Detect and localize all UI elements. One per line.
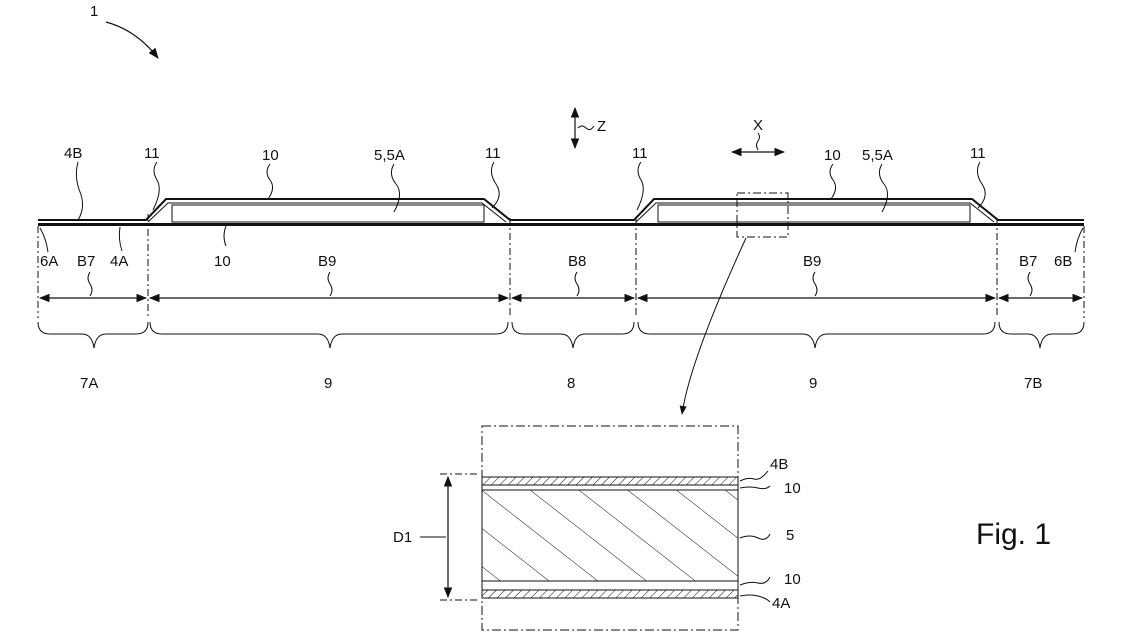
x-axis-leader — [757, 133, 760, 150]
label-fold: 11 — [632, 145, 648, 162]
region-label: 8 — [567, 375, 575, 392]
detail-leaders — [740, 471, 770, 602]
leader — [830, 164, 836, 199]
leader — [740, 486, 770, 489]
region-label: 9 — [809, 375, 817, 392]
leader — [153, 162, 159, 210]
label-core: 5,5A — [862, 147, 893, 164]
boundary-lines — [38, 214, 1084, 318]
z-axis-leader — [578, 126, 594, 130]
label-thickness: D1 — [393, 529, 412, 546]
reference-number: 1 — [90, 3, 98, 20]
leader — [740, 577, 770, 585]
region-brace — [150, 322, 508, 348]
label-detail-adhesive-top: 10 — [784, 480, 801, 497]
leader — [977, 162, 985, 208]
detail-adhesive-bottom — [482, 581, 738, 590]
bottom-layer-4a — [38, 223, 1084, 226]
region-brace — [38, 322, 148, 348]
width-label-leaders — [88, 272, 1032, 296]
leader — [224, 226, 226, 246]
label-detail-bottom-layer: 4A — [772, 595, 790, 612]
label-fold: 11 — [144, 145, 160, 162]
detail-core — [482, 490, 738, 581]
detail-bottom-layer — [482, 590, 738, 598]
detail-view: D1 4B 10 5 10 4A — [393, 426, 801, 630]
label-top-layer: 4B — [64, 145, 82, 162]
leader — [740, 471, 768, 481]
label-adhesive: 10 — [214, 253, 231, 270]
region-brace — [512, 322, 634, 348]
region-brace — [638, 322, 995, 348]
reference-1: 1 — [90, 3, 158, 58]
leader — [637, 162, 643, 210]
leader — [119, 227, 122, 251]
label-adhesive: 10 — [262, 147, 279, 164]
region-braces — [38, 322, 1084, 348]
width-label: B9 — [803, 253, 821, 270]
reference-arrow — [106, 22, 158, 58]
region-brace — [999, 322, 1084, 348]
leader — [1028, 272, 1032, 296]
leader — [491, 162, 499, 208]
x-axis-indicator: X — [732, 117, 784, 152]
label-edge-right: 6B — [1054, 253, 1072, 270]
detail-adhesive-top — [482, 485, 738, 490]
leader — [76, 162, 82, 220]
width-label: B7 — [77, 253, 95, 270]
label-edge-left: 6A — [40, 253, 58, 270]
leader — [682, 238, 746, 414]
region-label: 7B — [1024, 375, 1042, 392]
label-detail-adhesive-bottom: 10 — [784, 571, 801, 588]
z-axis-indicator: Z — [575, 108, 606, 148]
leader — [740, 595, 770, 602]
core-block-1 — [172, 205, 484, 222]
figure-label: Fig. 1 — [976, 518, 1051, 551]
core-block-2 — [658, 205, 970, 222]
width-label: B8 — [568, 253, 586, 270]
region-labels: 7A 9 8 9 7B — [80, 375, 1042, 392]
region-label: 9 — [324, 375, 332, 392]
label-fold: 11 — [970, 145, 986, 162]
leader — [575, 272, 579, 296]
leader — [328, 272, 332, 296]
leader — [813, 272, 817, 296]
label-detail-top-layer: 4B — [770, 456, 788, 473]
region-label: 7A — [80, 375, 98, 392]
leader — [740, 534, 770, 539]
laminate-cross-section — [38, 193, 1084, 237]
z-axis-label: Z — [597, 118, 606, 135]
label-detail-core: 5 — [786, 527, 794, 544]
label-bottom-layer: 4A — [110, 253, 128, 270]
label-adhesive: 10 — [824, 147, 841, 164]
leader — [88, 272, 92, 296]
leader — [1075, 228, 1083, 252]
label-fold: 11 — [485, 145, 501, 162]
leader — [40, 228, 48, 252]
width-label: B7 — [1019, 253, 1037, 270]
label-core: 5,5A — [374, 147, 405, 164]
width-label: B9 — [318, 253, 336, 270]
leader — [267, 164, 273, 199]
detail-top-layer — [482, 477, 738, 485]
x-axis-label: X — [753, 117, 763, 134]
